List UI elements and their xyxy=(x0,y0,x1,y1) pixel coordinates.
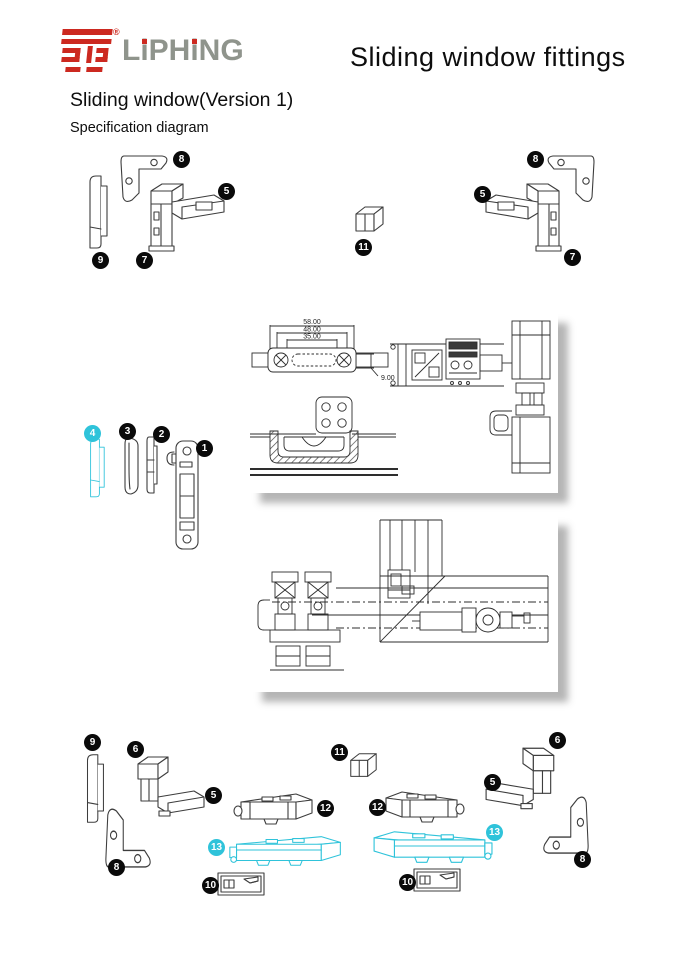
badge-7: 7 xyxy=(564,249,581,266)
part-13-roller-bar xyxy=(229,836,341,866)
part-9-end-cap xyxy=(89,175,108,249)
registered-mark: ® xyxy=(113,27,120,37)
part-7-corner-joint-assembly xyxy=(485,183,562,252)
badge-5: 5 xyxy=(474,186,491,203)
badge-5: 5 xyxy=(205,787,222,804)
badge-9: 9 xyxy=(84,734,101,751)
product-subtitle: Sliding window(Version 1) xyxy=(70,89,294,111)
badge-6: 6 xyxy=(549,732,566,749)
badge-12: 12 xyxy=(369,799,386,816)
badge-7: 7 xyxy=(136,252,153,269)
top-detail-drawing: 58.00 48.00 35.00 9.00 xyxy=(250,313,558,493)
section-label: Specification diagram xyxy=(70,120,209,136)
part-3-gasket xyxy=(124,437,139,495)
badge-12: 12 xyxy=(317,800,334,817)
badge-2: 2 xyxy=(153,426,170,443)
dim-48: 48.00 xyxy=(303,327,321,334)
part-8-corner-plate xyxy=(543,796,589,854)
badge-13: 13 xyxy=(208,839,225,856)
part-13-roller-bar xyxy=(373,831,493,863)
badge-10: 10 xyxy=(202,877,219,894)
part-12-latch-unit xyxy=(385,791,465,823)
brand-i-dot xyxy=(192,39,197,44)
badge-6: 6 xyxy=(127,741,144,758)
bottom-detail-drawing xyxy=(252,516,558,692)
part-11-block xyxy=(350,753,377,777)
liphing-logo-mark xyxy=(61,29,113,72)
badge-11: 11 xyxy=(355,239,372,256)
part-12-latch-unit xyxy=(233,793,313,825)
badge-5: 5 xyxy=(484,774,501,791)
part-1-lock-body xyxy=(166,440,199,550)
badge-13: 13 xyxy=(486,824,503,841)
part-10-guide-block xyxy=(217,872,265,896)
badge-9: 9 xyxy=(92,252,109,269)
part-11-block xyxy=(355,206,384,232)
badge-8: 8 xyxy=(574,851,591,868)
badge-1: 1 xyxy=(196,440,213,457)
badge-8: 8 xyxy=(527,151,544,168)
badge-3: 3 xyxy=(119,423,136,440)
part-7-corner-joint-assembly xyxy=(148,183,225,252)
badge-8: 8 xyxy=(173,151,190,168)
part-4-cover-strip xyxy=(90,438,105,498)
dim-35: 35.00 xyxy=(303,334,321,341)
dim-9: 9.00 xyxy=(381,375,395,382)
badge-8: 8 xyxy=(108,859,125,876)
brand-name: LiPHiNG xyxy=(122,34,244,67)
badge-11: 11 xyxy=(331,744,348,761)
badge-10: 10 xyxy=(399,874,416,891)
part-2-strike-plate xyxy=(146,436,158,494)
badge-5: 5 xyxy=(218,183,235,200)
part-10-guide-block xyxy=(413,868,461,892)
brand-i-dot xyxy=(142,39,147,44)
dim-58: 58.00 xyxy=(303,319,321,326)
badge-4: 4 xyxy=(84,425,101,442)
page-title: Sliding window fittings xyxy=(350,42,626,72)
